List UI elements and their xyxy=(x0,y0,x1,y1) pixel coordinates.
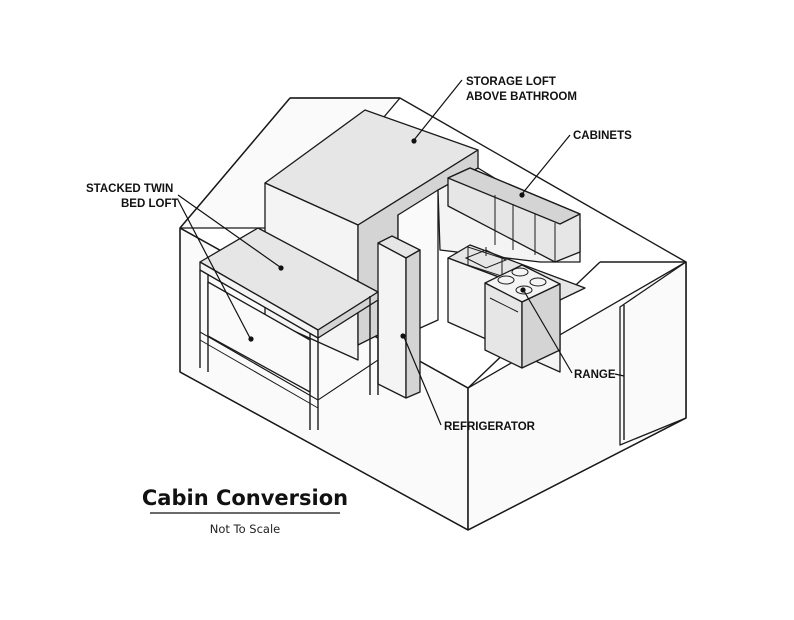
stacked-twin-label: STACKED TWIN BED LOFT xyxy=(86,183,284,342)
stacked-twin-label-line2: BED LOFT xyxy=(121,198,179,210)
diagram-title: Cabin Conversion xyxy=(142,486,348,510)
bed-loft xyxy=(199,227,379,430)
cabin-shell xyxy=(179,97,687,531)
refrigerator-label-text: REFRIGERATOR xyxy=(444,421,536,433)
cabinets-label-text: CABINETS xyxy=(573,130,632,142)
refrigerator-unit xyxy=(377,235,421,399)
cabinets-label: CABINETS xyxy=(519,130,632,198)
storage-loft-label: STORAGE LOFT ABOVE BATHROOM xyxy=(411,76,577,144)
range-label: RANGE xyxy=(520,287,625,381)
title-block: Cabin Conversion Not To Scale xyxy=(142,486,348,536)
range-label-text: RANGE xyxy=(574,369,616,381)
range-stove xyxy=(484,264,561,369)
storage-loft-label-line2: ABOVE BATHROOM xyxy=(466,91,577,103)
storage-loft-label-line1: STORAGE LOFT xyxy=(466,76,556,88)
refrigerator-label: REFRIGERATOR xyxy=(400,333,536,433)
stacked-twin-label-line1: STACKED TWIN xyxy=(86,183,173,195)
diagram-subtitle: Not To Scale xyxy=(210,522,281,536)
